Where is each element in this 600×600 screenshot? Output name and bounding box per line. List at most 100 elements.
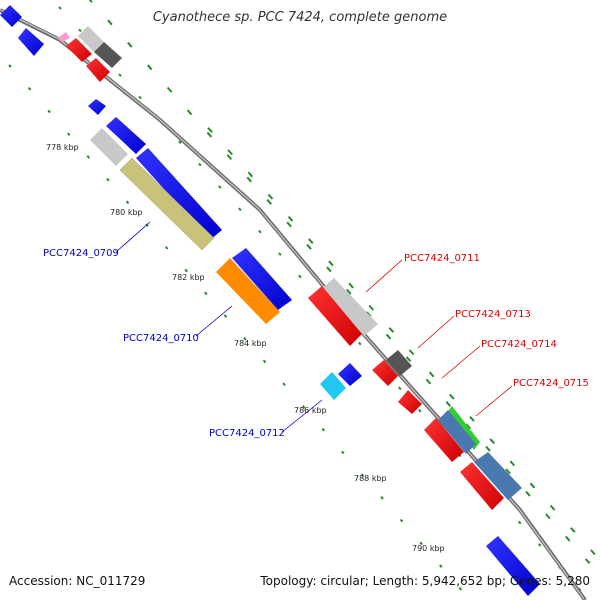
track-dot: [385, 333, 392, 340]
callout-line: [281, 399, 323, 433]
track-dot: [439, 564, 443, 568]
track-dot: [107, 19, 113, 26]
gene-feature[interactable]: [338, 363, 362, 386]
track-dot: [47, 109, 51, 114]
track-dot: [419, 541, 423, 546]
track-dot: [127, 41, 133, 48]
track-dot: [368, 304, 375, 311]
track-dot: [78, 28, 82, 33]
gene-label-0711[interactable]: PCC7424_0711: [404, 253, 480, 264]
gene-feature[interactable]: [386, 350, 412, 376]
track-dot: [449, 393, 455, 400]
callout-line: [475, 385, 513, 417]
gene-label-0712[interactable]: PCC7424_0712: [209, 428, 285, 439]
track-dot: [348, 282, 354, 289]
track-dot: [445, 401, 452, 407]
scale-label: 788 kbp: [354, 474, 387, 483]
gene-label-0715[interactable]: PCC7424_0715: [513, 378, 589, 389]
track-dot: [146, 64, 153, 71]
track-dot: [489, 438, 495, 444]
dotted-track-guides: [8, 0, 596, 592]
track-dot: [226, 154, 233, 161]
track-dot: [287, 216, 294, 222]
gene-feature[interactable]: [398, 390, 422, 414]
track-dot: [358, 341, 362, 346]
gene-feature[interactable]: [78, 26, 104, 52]
track-dot: [247, 171, 254, 178]
gene-feature[interactable]: [320, 372, 346, 400]
track-dot: [590, 549, 596, 556]
gene-feature[interactable]: [94, 42, 122, 68]
map-title: Cyanothece sp. PCC 7424, complete genome: [152, 10, 448, 25]
track-dot: [425, 378, 432, 385]
gene-feature[interactable]: [424, 418, 464, 462]
track-dot: [184, 268, 188, 273]
gene-feature[interactable]: [372, 360, 398, 386]
track-dot: [227, 149, 233, 156]
track-dot: [106, 177, 110, 182]
gene-label-0709[interactable]: PCC7424_0709: [43, 248, 119, 259]
gene-feature[interactable]: [0, 5, 22, 27]
gene-feature[interactable]: [438, 410, 476, 454]
gene-feature[interactable]: [474, 452, 522, 500]
track-dot: [537, 543, 542, 547]
gene-feature[interactable]: [90, 128, 128, 166]
track-dot: [398, 386, 402, 391]
scale-label: 786 kbp: [294, 406, 327, 415]
gene-feature[interactable]: [320, 278, 378, 336]
track-dot: [301, 405, 306, 409]
track-dot: [308, 238, 314, 244]
gene-feature[interactable]: [66, 38, 92, 62]
track-dot: [509, 460, 516, 467]
gene-label-0713[interactable]: PCC7424_0713: [455, 309, 531, 320]
track-dot: [166, 86, 173, 93]
track-dot: [485, 445, 491, 452]
track-dot: [118, 73, 122, 77]
gene-feature[interactable]: [119, 157, 215, 251]
track-dot: [408, 349, 415, 356]
track-dot: [207, 127, 213, 133]
callout-line: [115, 221, 151, 253]
gene-feature[interactable]: [88, 99, 106, 115]
track-dot: [505, 468, 511, 475]
gene-feature[interactable]: [486, 536, 540, 596]
track-dot: [570, 527, 576, 533]
track-dot: [282, 382, 286, 387]
genome-backbone-highlight: [0, 8, 585, 600]
genome-backbone: [0, 8, 587, 600]
track-dot: [346, 288, 352, 295]
scale-labels: 778 kbp 780 kbp 782 kbp 784 kbp 786 kbp …: [46, 143, 445, 553]
track-dot: [58, 6, 62, 10]
callout-line: [441, 345, 481, 379]
scale-label: 780 kbp: [110, 208, 143, 217]
track-dot: [360, 473, 365, 477]
gene-label-0714[interactable]: PCC7424_0714: [481, 339, 557, 350]
gene-features-outer: [58, 26, 522, 510]
scale-label: 784 kbp: [234, 339, 267, 348]
track-dot: [418, 408, 422, 413]
track-dot: [584, 558, 591, 564]
gene-feature[interactable]: [232, 248, 292, 310]
track-dot: [198, 162, 202, 167]
callout-line: [417, 315, 455, 349]
gene-feature[interactable]: [86, 58, 110, 82]
track-dot: [267, 193, 274, 200]
gene-feature[interactable]: [106, 117, 146, 154]
gene-label-0710[interactable]: PCC7424_0710: [123, 333, 199, 344]
track-dot: [204, 291, 208, 296]
track-dot: [306, 243, 312, 250]
track-dot: [428, 371, 435, 378]
gene-feature[interactable]: [216, 258, 280, 324]
gene-feature[interactable]: [58, 32, 70, 42]
gene-feature[interactable]: [460, 462, 504, 510]
track-dot: [565, 535, 571, 542]
track-dot: [465, 423, 471, 430]
gene-feature[interactable]: [136, 148, 222, 240]
track-dot: [328, 260, 334, 267]
track-dot: [326, 266, 332, 273]
gene-feature[interactable]: [18, 28, 44, 56]
gene-feature[interactable]: [308, 286, 362, 346]
track-dot: [525, 490, 531, 497]
